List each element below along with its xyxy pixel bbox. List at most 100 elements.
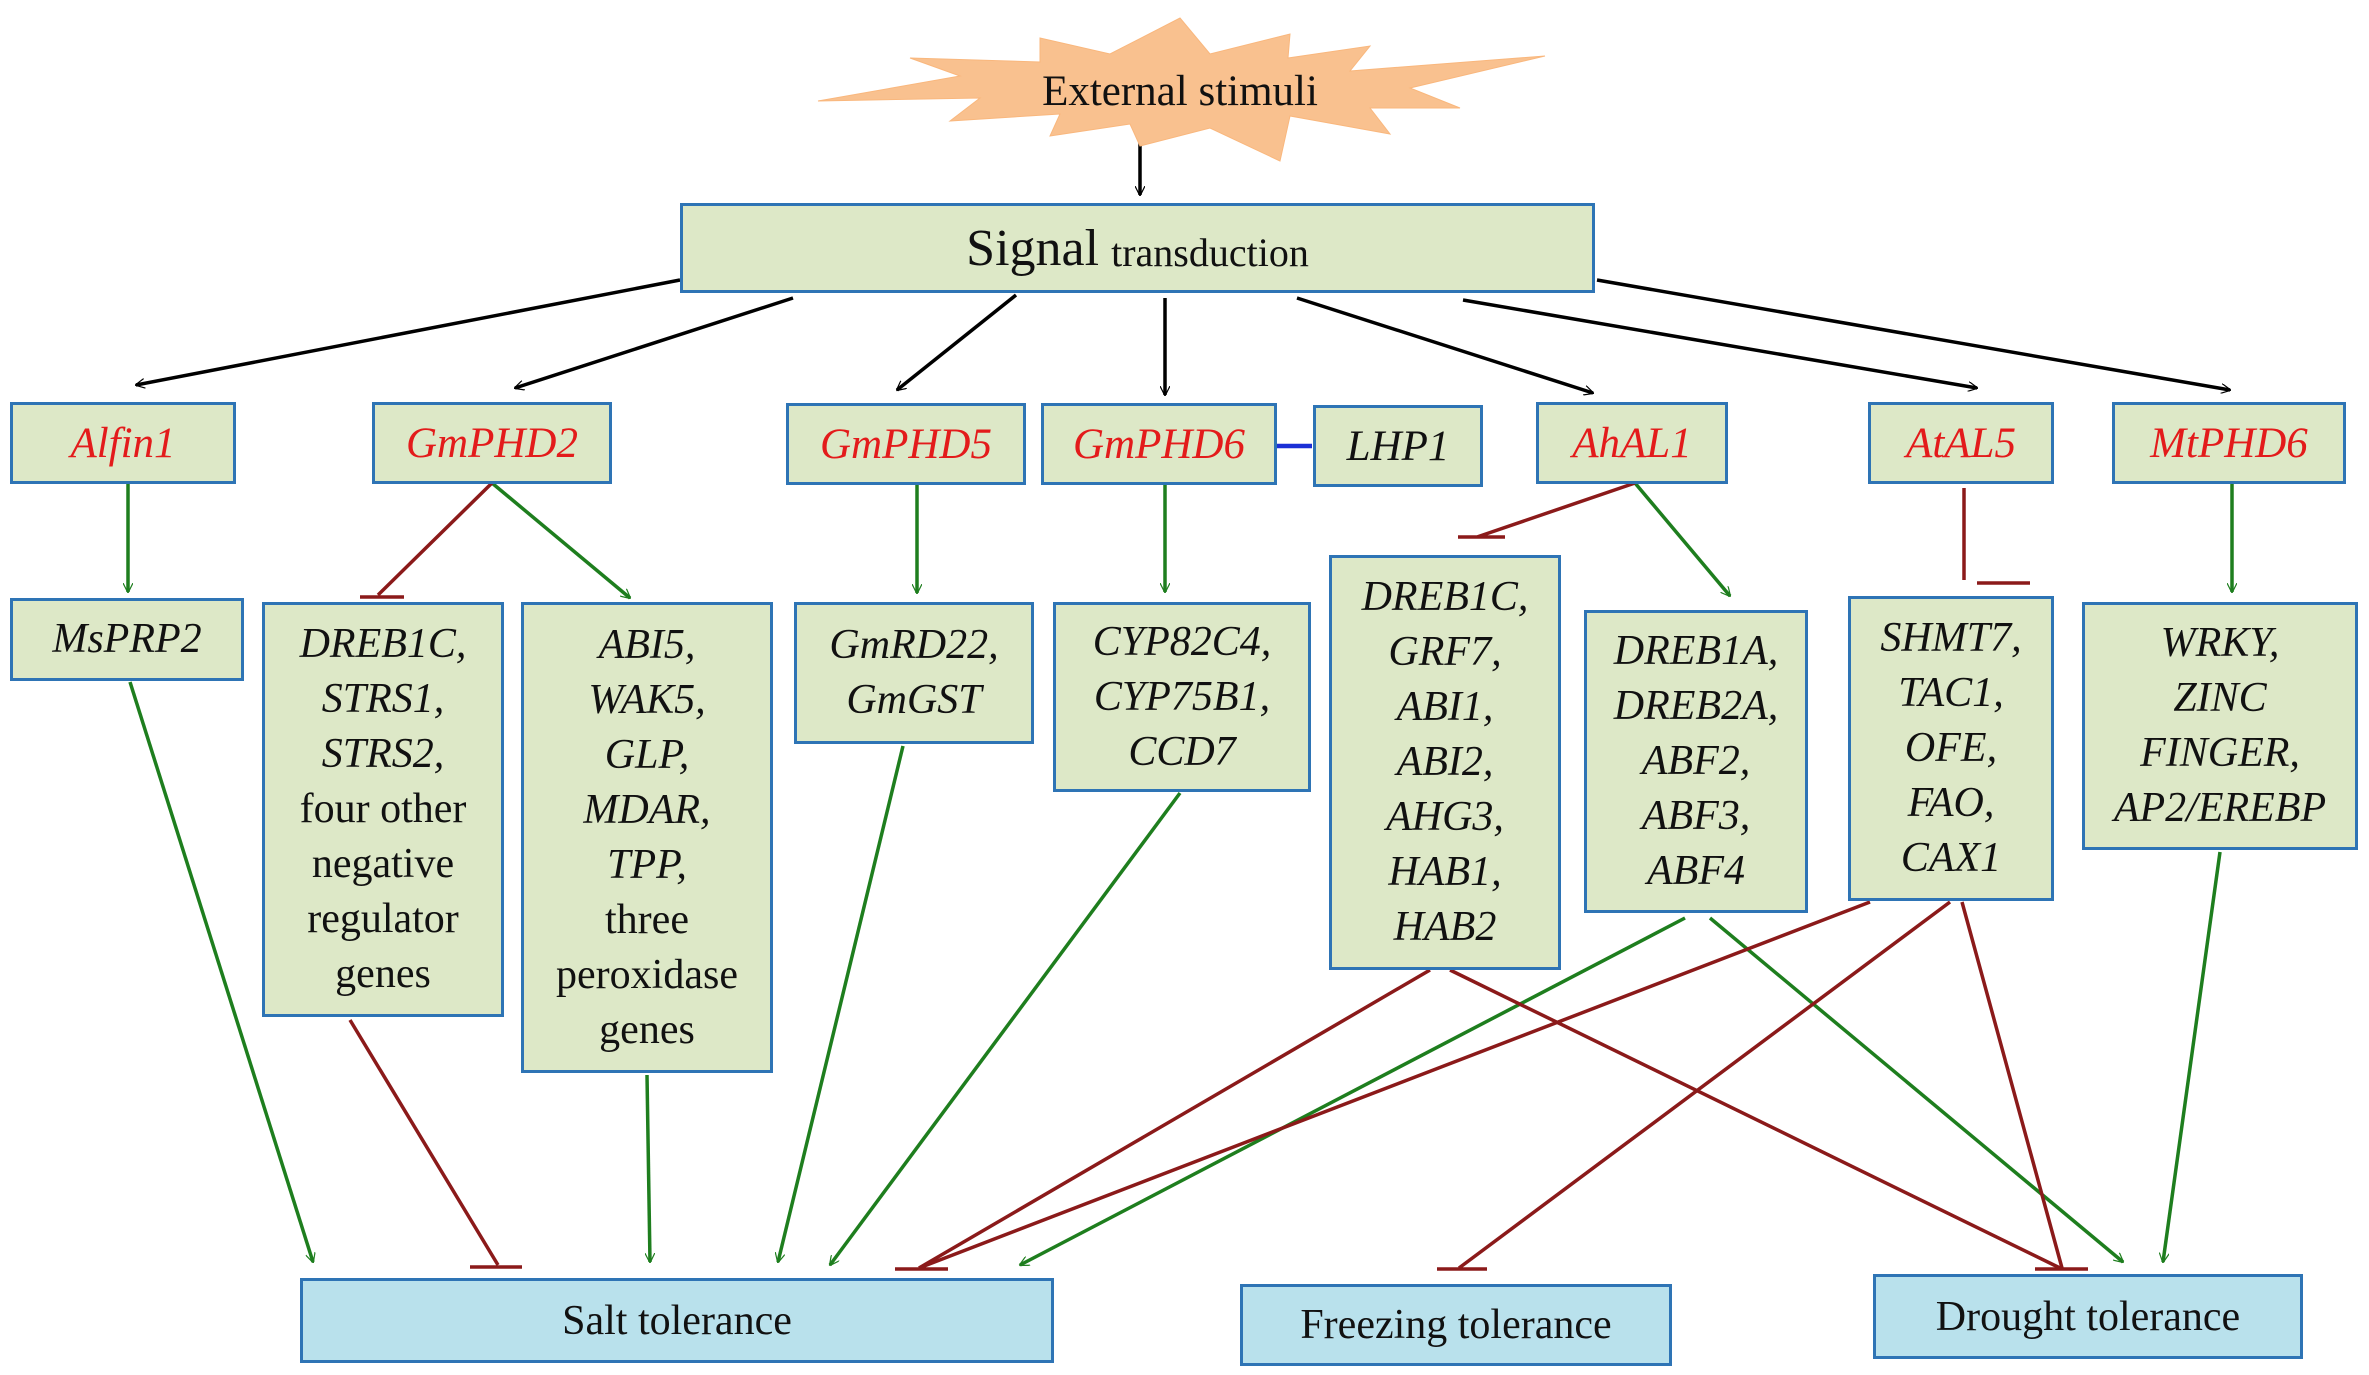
target-line: GRF7,: [1388, 629, 1502, 675]
gene-atal5-label: AtAL5: [1906, 419, 2016, 467]
gene-gmphd6-label: GmPHD6: [1073, 420, 1245, 468]
freezing-tolerance-box: Freezing tolerance: [1240, 1284, 1672, 1366]
burst-shape: [817, 17, 1546, 162]
promote-ahal1-pos-salt: [1020, 916, 1686, 1267]
target-line: HAB1,: [1388, 849, 1502, 895]
drought-tolerance-box: Drought tolerance: [1873, 1274, 2303, 1359]
inhibit-atal5-targets: [1962, 488, 2030, 585]
inhibit-ahal1-neg: [1458, 481, 1636, 539]
targets-mtphd6: WRKY, ZINC FINGER, AP2/EREBP: [2082, 602, 2358, 850]
targets-gmphd2-negative: DREB1C, STRS1, STRS2, four other negativ…: [262, 602, 504, 1017]
gene-lhp1-label: LHP1: [1346, 422, 1450, 470]
drought-tolerance-label: Drought tolerance: [1935, 1293, 2241, 1340]
arrow-signal-to-atal5: [1462, 298, 1977, 388]
inhibit-atal5-drought: [1960, 901, 2088, 1271]
gene-lhp1: LHP1: [1313, 405, 1483, 487]
salt-tolerance-box: Salt tolerance: [300, 1278, 1054, 1363]
target-line: DREB1C,: [299, 621, 467, 667]
target-line: CYP82C4,: [1092, 618, 1272, 665]
target-line: AHG3,: [1386, 794, 1504, 840]
target-line: four other: [299, 786, 467, 832]
gene-alfin1: Alfin1: [10, 402, 236, 484]
target-line: genes: [335, 951, 431, 997]
promote-mtphd6-drought: [2163, 851, 2222, 1262]
targets-atal5: SHMT7, TAC1, OFE, FAO, CAX1: [1848, 596, 2054, 901]
promote-ahal1-pos-drought: [1708, 916, 2123, 1262]
target-line: TPP,: [607, 841, 687, 888]
inhibit-atal5-salt: [895, 900, 1871, 1271]
target-line: ABF3,: [1641, 793, 1751, 839]
target-line: GmRD22,: [829, 622, 999, 668]
target-line: DREB2A,: [1613, 683, 1779, 729]
arrow-signal-to-mtphd6: [1596, 278, 2230, 390]
targets-gmphd2-positive: ABI5, WAK5, GLP, MDAR, TPP, three peroxi…: [521, 602, 773, 1073]
promote-ahal1-pos: [1633, 481, 1730, 596]
gene-atal5: AtAL5: [1868, 402, 2054, 484]
external-stimuli-burst: External stimuli: [810, 16, 1550, 166]
signal-label: Signal: [966, 219, 1100, 277]
promote-gmphd5-salt: [778, 745, 905, 1262]
target-line: ABF4: [1647, 848, 1745, 894]
target-line: ABI2,: [1396, 739, 1494, 785]
target-line: DREB1A,: [1613, 628, 1779, 674]
gene-gmphd5: GmPHD5: [786, 403, 1026, 485]
targets-alfin1: MsPRP2: [10, 598, 244, 681]
target-line: WAK5,: [588, 676, 706, 723]
target-line: genes: [599, 1006, 695, 1053]
promote-msprp2-salt: [128, 681, 313, 1262]
target-line: WRKY,: [2160, 620, 2280, 666]
target-line: STRS1,: [321, 676, 445, 722]
gene-gmphd2: GmPHD2: [372, 402, 612, 484]
gene-mtphd6: MtPHD6: [2112, 402, 2346, 484]
target-line: DREB1C,: [1361, 574, 1529, 620]
target-line: ABI5,: [598, 621, 696, 668]
target-line: OFE,: [1904, 725, 1998, 771]
targets-gmphd5: GmRD22, GmGST: [794, 602, 1034, 744]
target-line: GmGST: [846, 677, 982, 723]
target-line: negative: [311, 841, 455, 887]
gene-ahal1-label: AhAL1: [1572, 419, 1692, 467]
target-line: ABF2,: [1641, 738, 1751, 784]
target-line: three: [605, 896, 689, 943]
targets-ahal1-negative: DREB1C, GRF7, ABI1, ABI2, AHG3, HAB1, HA…: [1329, 555, 1561, 970]
target-line: CAX1: [1900, 835, 2002, 881]
targets-gmphd6: CYP82C4, CYP75B1, CCD7: [1053, 602, 1311, 792]
gene-ahal1: AhAL1: [1536, 402, 1728, 484]
arrow-signal-to-alfin1: [136, 278, 681, 385]
inhibit-gmphd2-neg-salt: [348, 1019, 522, 1269]
external-stimuli-label: External stimuli: [1042, 67, 1318, 115]
inhibit-gmphd2-neg: [360, 481, 494, 599]
target-line: SHMT7,: [1880, 615, 2022, 661]
target-line: ZINC: [2173, 675, 2267, 721]
gene-gmphd6: GmPHD6: [1041, 403, 1277, 485]
gene-gmphd5-label: GmPHD5: [820, 420, 992, 468]
arrow-signal-to-ahal1: [1296, 296, 1593, 393]
freezing-tolerance-label: Freezing tolerance: [1300, 1302, 1612, 1348]
inhibit-ahal1-neg-drought: [1449, 968, 2061, 1270]
gene-alfin1-label: Alfin1: [70, 419, 176, 467]
promote-gmphd2-pos-salt: [647, 1074, 650, 1262]
target-line: FINGER,: [2140, 730, 2300, 776]
target-line: GLP,: [604, 731, 690, 778]
target-line: MDAR,: [583, 786, 711, 833]
transduction-label: transduction: [1111, 229, 1309, 275]
gene-mtphd6-label: MtPHD6: [2150, 419, 2308, 467]
promote-gmphd2-pos: [490, 481, 630, 598]
target-line: regulator: [307, 896, 459, 942]
target-line: MsPRP2: [52, 616, 202, 662]
target-line: HAB2: [1393, 904, 1497, 950]
arrow-signal-to-gmphd2: [515, 296, 794, 388]
target-line: FAO,: [1907, 780, 1995, 826]
salt-tolerance-label: Salt tolerance: [562, 1297, 792, 1344]
promote-gmphd6-salt: [828, 791, 1182, 1265]
target-line: AP2/EREBP: [2113, 785, 2327, 831]
target-line: CYP75B1,: [1093, 673, 1271, 720]
target-line: ABI1,: [1396, 684, 1494, 730]
target-line: peroxidase: [556, 951, 738, 998]
target-line: CCD7: [1128, 728, 1236, 775]
gene-gmphd2-label: GmPHD2: [406, 419, 578, 467]
arrow-signal-to-gmphd5: [897, 293, 1018, 390]
inhibit-atal5-freezing: [1437, 900, 1952, 1271]
